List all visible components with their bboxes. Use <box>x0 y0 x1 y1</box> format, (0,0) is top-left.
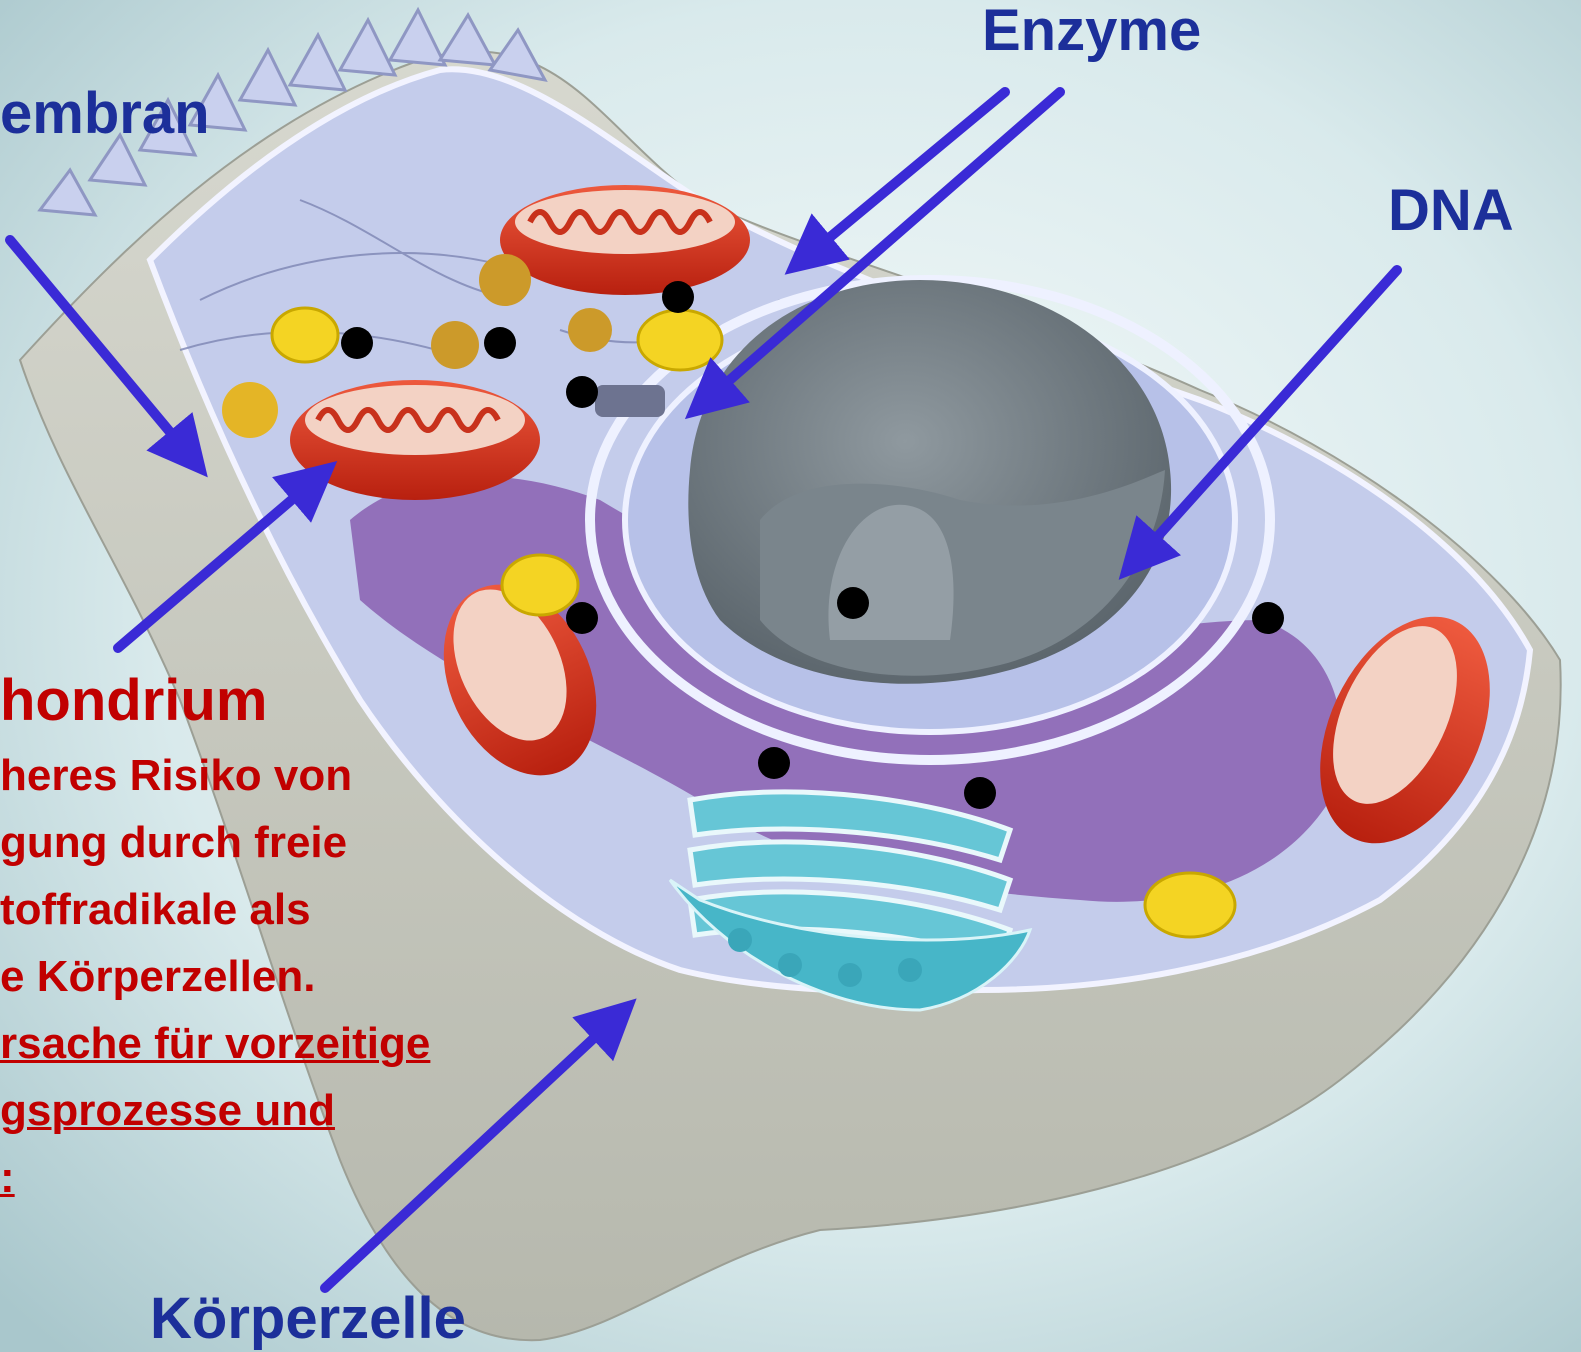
mitochondrion-left <box>290 380 540 500</box>
note-line-emphasis: : <box>0 1144 430 1211</box>
note-line: heres Risiko von <box>0 742 430 809</box>
centriole <box>595 385 665 417</box>
label-mitochondrium: hondrium <box>0 672 267 730</box>
note-line: e Körperzellen. <box>0 943 430 1010</box>
label-membrane: embran <box>0 85 210 143</box>
note-line: gung durch freie <box>0 809 430 876</box>
mitochondrium-note: heres Risiko von gung durch freie toffra… <box>0 742 430 1211</box>
mitochondrion-top <box>500 185 750 295</box>
note-line-emphasis: gsprozesse und <box>0 1077 430 1144</box>
label-body-cell: Körperzelle <box>150 1290 466 1348</box>
note-line: toffradikale als <box>0 876 430 943</box>
label-enzymes: Enzyme <box>982 2 1201 60</box>
label-dna: DNA <box>1388 182 1514 240</box>
note-line-emphasis: rsache für vorzeitige <box>0 1010 430 1077</box>
